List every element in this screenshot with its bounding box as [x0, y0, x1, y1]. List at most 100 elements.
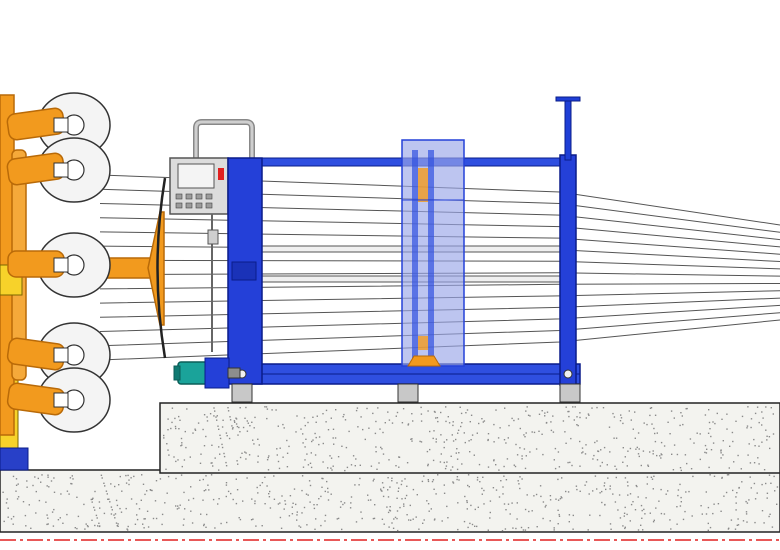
concrete-speck: [163, 434, 165, 437]
concrete-speck: [604, 504, 606, 506]
concrete-speck: [117, 525, 119, 527]
concrete-speck: [503, 465, 505, 468]
concrete-speck: [632, 428, 634, 430]
concrete-speck: [318, 443, 320, 446]
concrete-speck: [557, 499, 560, 501]
concrete-speck: [121, 490, 123, 492]
concrete-speckles: [2, 406, 779, 532]
control-panel-mount: [207, 229, 219, 245]
concrete-speck: [713, 475, 716, 477]
concrete-speck: [165, 468, 167, 470]
concrete-speck: [352, 455, 355, 457]
concrete-speck: [236, 460, 238, 462]
concrete-speck: [300, 428, 302, 430]
concrete-speck: [412, 518, 414, 520]
concrete-speck: [185, 446, 187, 449]
concrete-speck: [493, 459, 495, 461]
motor-coupling: [227, 367, 241, 379]
concrete-speck: [70, 482, 72, 485]
concrete-speck: [705, 513, 708, 515]
concrete-speck: [446, 505, 448, 508]
concrete-speck: [553, 529, 555, 531]
concrete-speck: [282, 423, 284, 426]
concrete-speck: [151, 489, 153, 492]
concrete-speck: [242, 500, 244, 502]
concrete-speck: [740, 468, 742, 470]
concrete-speck: [637, 453, 640, 455]
concrete-speck: [504, 528, 507, 530]
concrete-speck: [517, 418, 520, 420]
concrete-speck: [768, 515, 770, 518]
concrete-speck: [679, 483, 681, 486]
concrete-speck: [615, 468, 618, 470]
concrete-speck: [136, 514, 138, 516]
concrete-speck: [717, 503, 720, 505]
carriage-rail-left: [412, 150, 418, 358]
concrete-speck: [90, 498, 92, 501]
concrete-speck: [679, 505, 682, 507]
concrete-speck: [615, 476, 617, 479]
concrete-speck: [403, 505, 405, 507]
concrete-speck: [110, 506, 113, 508]
concrete-speck: [268, 455, 270, 457]
concrete-speck: [680, 412, 682, 414]
concrete-speck: [232, 498, 234, 501]
concrete-speck: [101, 477, 103, 479]
concrete-speck: [373, 478, 375, 480]
concrete-speck: [763, 522, 765, 524]
control-panel: [169, 119, 255, 352]
concrete-speck: [331, 469, 333, 471]
concrete-speck: [239, 518, 242, 521]
concrete-speck: [398, 466, 400, 468]
concrete-speck: [278, 467, 281, 470]
concrete-speck: [219, 453, 221, 455]
concrete-speck: [330, 457, 333, 459]
bobbin-clamp: [53, 347, 69, 363]
concrete-speck: [753, 462, 756, 464]
concrete-speck: [138, 508, 141, 510]
concrete-speck: [464, 495, 466, 498]
concrete-speck: [420, 441, 423, 443]
creel-base-foot: [0, 447, 29, 471]
concrete-speck: [395, 465, 397, 467]
concrete-speck: [341, 528, 343, 531]
concrete-speck: [350, 502, 352, 504]
concrete-speck: [476, 525, 478, 528]
concrete-speck: [509, 513, 511, 515]
concrete-speck: [565, 406, 567, 408]
concrete-speck: [321, 477, 323, 480]
concrete-speck: [541, 410, 543, 412]
concrete-speck: [219, 437, 222, 440]
concrete-speck: [761, 411, 763, 413]
concrete-speck: [492, 487, 495, 489]
concrete-speck: [128, 483, 130, 486]
concrete-speck: [763, 469, 766, 471]
concrete-speck: [753, 438, 755, 441]
concrete-speck: [386, 506, 388, 508]
concrete-speck: [649, 451, 651, 453]
concrete-speck: [314, 454, 317, 456]
concrete-speck: [467, 474, 470, 476]
concrete-speck: [296, 519, 298, 521]
concrete-speck: [94, 490, 96, 493]
concrete-speck: [468, 486, 470, 488]
concrete-speck: [116, 525, 118, 527]
concrete-speck: [327, 429, 330, 431]
concrete-speck: [620, 414, 622, 416]
concrete-speck: [143, 527, 145, 529]
concrete-speck: [2, 491, 4, 493]
concrete-speck: [584, 453, 587, 455]
panel-button: [185, 202, 193, 209]
concrete-speck: [609, 488, 611, 490]
concrete-speck: [330, 417, 332, 419]
concrete-speck: [252, 439, 254, 441]
concrete-speck: [142, 523, 144, 525]
concrete-speck: [186, 408, 188, 410]
concrete-speck: [665, 493, 667, 495]
concrete-speck: [581, 452, 583, 454]
concrete-speck: [114, 513, 117, 515]
concrete-speck: [720, 510, 722, 512]
concrete-speck: [119, 475, 121, 478]
concrete-speck: [451, 466, 454, 468]
concrete-speck: [437, 420, 439, 423]
